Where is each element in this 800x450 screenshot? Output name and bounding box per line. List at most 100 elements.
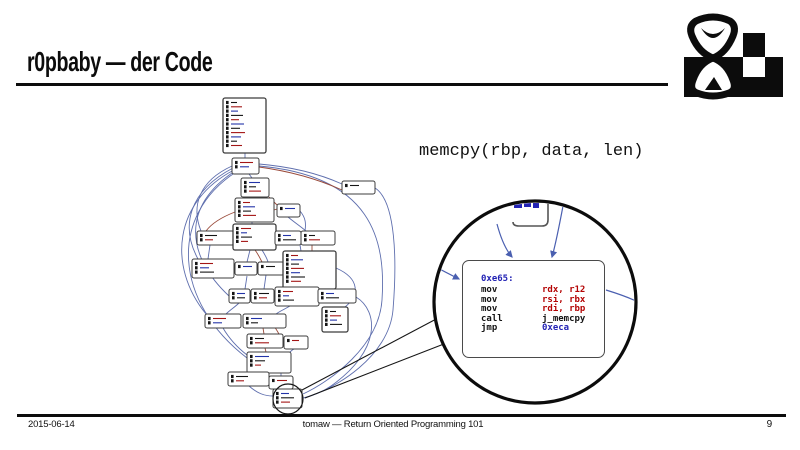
graph-node	[234, 261, 258, 276]
asm-operands: j_memcpy	[542, 313, 586, 324]
asm-instruction: call j_memcpy	[481, 313, 604, 324]
graph-node-text-mark	[280, 206, 283, 211]
graph-node	[276, 203, 301, 218]
graph-node-text-mark	[195, 266, 198, 270]
magnifier-content	[436, 203, 634, 303]
flow-arrow	[496, 223, 513, 258]
graph-node	[246, 351, 292, 374]
footer-rule	[17, 414, 786, 417]
asm-mnemonic: call	[481, 313, 503, 324]
graph-node	[222, 97, 267, 154]
graph-node-text-mark	[345, 183, 348, 188]
graph-node-text-mark	[304, 233, 307, 238]
graph-node-text-mark	[226, 122, 229, 126]
graph-node-text-mark	[286, 266, 289, 270]
graph-node-text-mark	[208, 321, 211, 325]
graph-node-text-mark	[231, 374, 234, 379]
callout-line	[301, 316, 441, 391]
graph-node-text-mark	[304, 238, 307, 242]
graph-node	[268, 375, 294, 390]
memcpy-annotation: memcpy(rbp, data, len)	[419, 142, 644, 161]
hourglass-logo-icon	[684, 13, 783, 100]
graph-node-text-mark	[238, 200, 241, 205]
graph-node-text-mark	[236, 239, 239, 243]
graph-node-text-mark	[325, 318, 328, 322]
graph-node	[282, 250, 337, 290]
graph-node	[191, 258, 235, 279]
graph-node-text-mark	[246, 321, 249, 325]
graph-node-text-mark	[244, 185, 247, 189]
graph-node-text-mark	[278, 294, 281, 298]
asm-mnemonic: mov	[481, 304, 498, 315]
title-rule	[16, 83, 668, 86]
graph-node-text-mark	[286, 253, 289, 258]
graph-node-text-mark	[235, 165, 238, 169]
page-title-text: r0pbaby — der Code	[27, 46, 213, 77]
asm-mnemonic: mov	[481, 285, 498, 296]
graph-node	[232, 223, 277, 251]
graph-node-text-mark	[226, 109, 229, 113]
graph-node	[246, 333, 284, 349]
graph-node	[300, 230, 336, 246]
asm-operands: rsi, rbx	[542, 294, 586, 305]
graph-node-text-mark	[226, 105, 229, 109]
graph-node-text-mark	[236, 235, 239, 239]
graph-node-text-mark	[226, 100, 229, 105]
graph-node-text-mark	[232, 296, 235, 300]
graph-node-text-mark	[250, 354, 253, 359]
asm-instruction: mov rdx, r12	[481, 285, 604, 296]
graph-node-text-mark	[231, 379, 234, 383]
clipped-block-outline	[512, 203, 549, 227]
clipped-label-fragment	[514, 203, 539, 208]
flow-arrow	[550, 205, 564, 259]
graph-node-text-mark	[226, 131, 229, 135]
graph-node-text-mark	[246, 316, 249, 321]
graph-node-text-mark	[254, 296, 257, 300]
graph-node-text-mark	[254, 291, 257, 296]
graph-node-text-mark	[321, 291, 324, 296]
graph-node-text-mark	[226, 126, 229, 130]
graph-node-text-mark	[325, 309, 328, 314]
asm-operands: rdx, r12	[542, 285, 586, 296]
graph-node-text-mark	[286, 275, 289, 279]
graph-node-text-mark	[278, 238, 281, 242]
footer-date: 2015-06-14	[28, 419, 75, 430]
graph-node	[204, 313, 242, 329]
graph-node-text-mark	[226, 118, 229, 122]
flow-edge	[605, 289, 634, 303]
graph-node-text-mark	[325, 314, 328, 318]
graph-node-text-mark	[195, 261, 198, 266]
graph-node-text-mark	[325, 322, 328, 326]
graph-node-text-mark	[232, 291, 235, 296]
graph-node-text-mark	[236, 226, 239, 231]
graph-node-text-mark	[276, 400, 279, 404]
graph-node	[250, 288, 275, 304]
graph-node	[196, 230, 235, 246]
graph-node-text-mark	[250, 363, 253, 367]
control-flow-graph	[191, 97, 376, 409]
graph-node-text-mark	[238, 213, 241, 217]
graph-node-text-mark	[208, 316, 211, 321]
page-title: r0pbaby — der Code	[27, 46, 292, 78]
graph-node-text-mark	[244, 189, 247, 193]
graph-node	[274, 286, 320, 307]
graph-node-text-mark	[276, 396, 279, 400]
graph-node-text-mark	[250, 336, 253, 341]
graph-node-text-mark	[226, 113, 229, 117]
graph-node-text-mark	[235, 160, 238, 165]
graph-node-text-mark	[276, 391, 279, 396]
graph-edges	[181, 153, 396, 399]
graph-node-text-mark	[286, 258, 289, 262]
graph-node-text-mark	[286, 262, 289, 266]
graph-node-text-mark	[278, 298, 281, 302]
graph-node-text-mark	[238, 264, 241, 269]
graph-node-text-mark	[287, 338, 290, 343]
graph-node	[321, 306, 349, 333]
graph-node-text-mark	[286, 271, 289, 275]
graph-node-text-mark	[226, 139, 229, 143]
graph-node-text-mark	[200, 233, 203, 238]
graph-node	[234, 197, 275, 223]
graph-node	[240, 177, 270, 198]
